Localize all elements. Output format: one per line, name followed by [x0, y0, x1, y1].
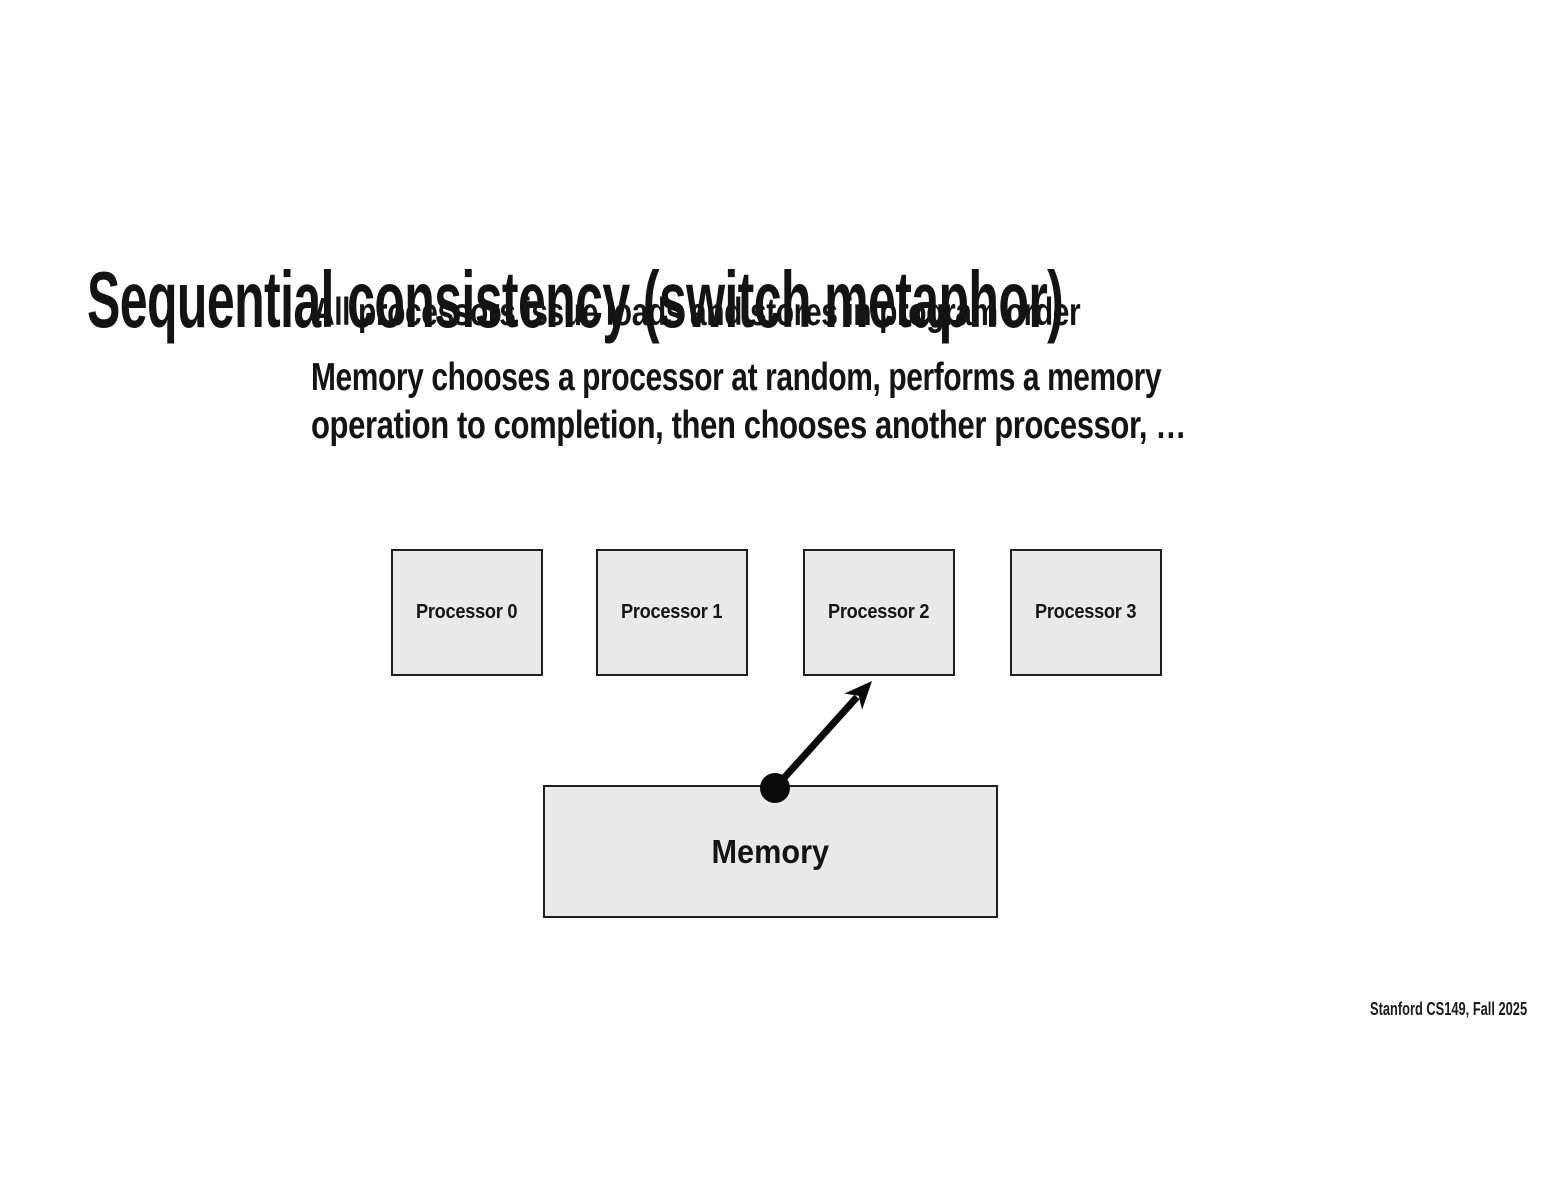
processor-1-box: Processor 1	[596, 549, 748, 676]
page-title-text: Sequential consistency (switch metaphor)	[87, 254, 1064, 344]
processor-1-label: Processor 1	[621, 601, 723, 623]
memory-label: Memory	[711, 832, 830, 870]
switch-arrowhead-icon	[844, 681, 872, 710]
processor-3-label: Processor 3	[1035, 601, 1137, 623]
bullet-memory-chooses-line-2: operation to completion, then chooses an…	[311, 404, 1187, 447]
bullet-memory-chooses: Memory chooses a processor at random, pe…	[311, 354, 1419, 450]
bullet-program-order: All processors issue loads and stores in…	[313, 289, 1313, 337]
processor-2-box: Processor 2	[803, 549, 955, 676]
footer-text: Stanford CS149, Fall 2025	[1369, 999, 1527, 1019]
switch-arrow-shaft	[772, 694, 860, 791]
processor-2-label: Processor 2	[828, 601, 930, 623]
memory-box: Memory	[543, 785, 998, 918]
bullet-program-order-text: All processors issue loads and stores in…	[313, 291, 1081, 334]
processor-0-box: Processor 0	[391, 549, 543, 676]
page-title: Sequential consistency (switch metaphor)	[87, 254, 1553, 344]
processor-0-label: Processor 0	[416, 601, 518, 623]
footer: Stanford CS149, Fall 2025	[0, 999, 1527, 1020]
processor-3-box: Processor 3	[1010, 549, 1162, 676]
bullet-memory-chooses-line-1: Memory chooses a processor at random, pe…	[311, 356, 1162, 399]
